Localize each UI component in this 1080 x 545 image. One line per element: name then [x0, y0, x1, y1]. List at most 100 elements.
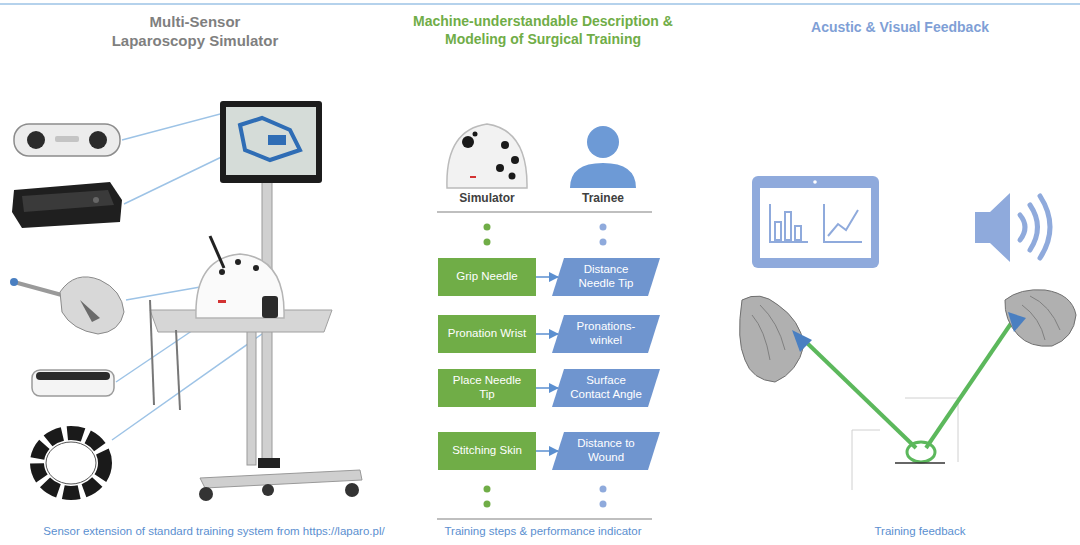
depth-camera — [14, 124, 120, 156]
continuation-dots — [484, 239, 491, 246]
feedback-instruments — [852, 398, 958, 490]
monitor-icon — [752, 176, 879, 268]
parallelogram-fill — [552, 258, 660, 296]
depth-camera — [27, 131, 45, 149]
depth-camera — [89, 131, 107, 149]
indicator-parallelogram: Distance to Wound — [552, 432, 660, 470]
monitor-icon — [760, 188, 871, 258]
indicator-parallelogram: Pronations-winkel — [552, 315, 660, 353]
step-box: Place Needle Tip — [438, 369, 536, 407]
feedback-instruments — [926, 322, 1012, 448]
continuation-dots — [600, 501, 607, 508]
step-box: Stitching Skin — [438, 432, 536, 470]
column-caption: Training feedback — [820, 524, 1020, 538]
arrow-connector — [536, 387, 558, 389]
label-holder: Machine-understandable Description & Mod… — [409, 13, 677, 48]
instrument-handle — [10, 278, 18, 286]
simulator-cart — [220, 101, 322, 183]
label-holder: Simulator — [437, 191, 537, 206]
column-caption: Training steps & performance indicator — [413, 524, 673, 538]
trainee-icon — [587, 126, 619, 158]
simulator-cart — [262, 296, 278, 318]
instrument-handle — [60, 277, 124, 334]
instrument-handle — [10, 277, 124, 334]
simulator-cart — [218, 300, 226, 303]
continuation-dots — [600, 224, 607, 231]
monitor-icon — [824, 204, 862, 242]
leap-motion — [36, 372, 110, 380]
label-holder: Multi-Sensor Laparoscopy Simulator — [105, 13, 285, 51]
node-text: Pronation Wrist — [448, 327, 526, 341]
continuation-dots — [484, 486, 491, 493]
simulator-icon — [462, 136, 474, 148]
simulator-icon — [470, 176, 476, 178]
feedback-instruments — [740, 296, 804, 382]
feedback-instruments — [1008, 312, 1026, 332]
simulator-cart — [150, 101, 362, 501]
simulator-cart — [258, 458, 280, 468]
simulator-cart — [268, 135, 286, 145]
monitor-icon — [828, 210, 858, 236]
feedback-instruments — [895, 462, 945, 464]
sensor-leader-line — [126, 286, 206, 300]
label-holder: Training steps & performance indicator — [413, 524, 673, 538]
node-text: Place Needle Tip — [444, 374, 530, 402]
feedback-instruments — [1022, 296, 1060, 340]
simulator-icon — [496, 164, 504, 172]
simulator-cart — [200, 470, 362, 488]
simulator-cart — [247, 330, 256, 465]
kinect-sensor — [22, 190, 114, 212]
simulator-cart — [262, 484, 274, 496]
speaker-icon — [975, 193, 1010, 262]
node-text: Grip Needle — [456, 270, 517, 284]
sensor-leader-line — [112, 334, 262, 440]
myo-armband — [37, 433, 105, 493]
feedback-instruments — [740, 290, 1076, 490]
node-text: Surface Contact Angle — [568, 374, 644, 402]
label-holder: Acustic & Visual Feedback — [770, 19, 1030, 37]
monitor-icon — [813, 180, 817, 184]
node-text: Pronations-winkel — [568, 320, 644, 348]
leap-motion — [32, 370, 114, 396]
column-heading: Acustic & Visual Feedback — [770, 19, 1030, 37]
monitor-icon — [770, 204, 808, 242]
simulator-icon — [501, 141, 509, 149]
top-rule — [0, 3, 1080, 5]
sensor-leader-line — [124, 150, 236, 204]
simulator-cart — [210, 236, 224, 268]
kinect-sensor — [12, 182, 122, 228]
kinect-sensor — [93, 197, 99, 203]
speaker-icon — [1040, 196, 1050, 258]
simulator-cart — [150, 300, 154, 405]
simulator-cart — [240, 118, 300, 160]
feedback-instruments — [907, 442, 935, 462]
simulator-cart — [196, 254, 284, 318]
trainee-icon — [570, 126, 636, 188]
top-rule — [0, 4, 1080, 5]
parallelogram-fill — [552, 369, 660, 407]
node-text: Distance to Wound — [568, 437, 644, 465]
simulator-cart — [345, 483, 359, 497]
icon-label: Simulator — [437, 191, 537, 206]
separator-rule — [437, 518, 652, 520]
leap-motion — [32, 370, 114, 396]
simulator-cart — [219, 269, 225, 275]
column-heading: Machine-understandable Description & Mod… — [409, 13, 677, 48]
indicator-parallelogram: Distance Needle Tip — [552, 258, 660, 296]
continuation-dots — [484, 224, 491, 231]
parallelogram-fill — [552, 432, 660, 470]
separator-rule — [437, 211, 652, 213]
node-text: Distance Needle Tip — [568, 263, 644, 291]
simulator-cart — [199, 487, 213, 501]
monitor-icon — [752, 176, 879, 268]
label-holder: Trainee — [553, 191, 653, 206]
depth-camera — [55, 136, 79, 142]
parallelogram-fill — [552, 315, 660, 353]
simulator-cart — [226, 107, 316, 175]
trainee-icon — [570, 163, 636, 188]
speaker-icon — [975, 193, 1050, 262]
